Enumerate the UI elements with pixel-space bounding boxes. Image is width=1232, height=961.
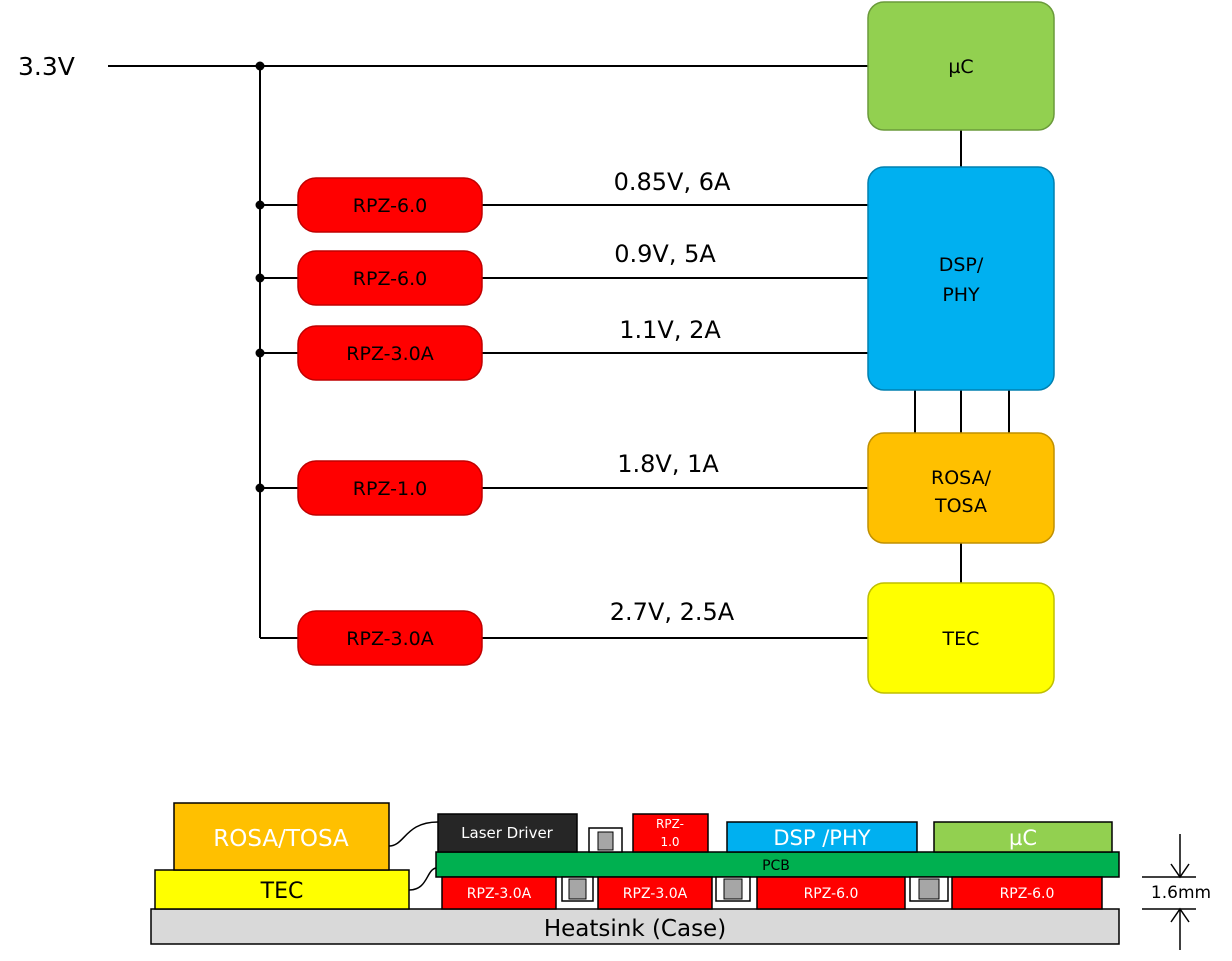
- junction-dot: [255, 61, 265, 71]
- rail-output-label: 2.7V, 2.5A: [610, 598, 735, 626]
- inductor-core: [568, 878, 587, 900]
- regulator-rpz-3-0a-b: RPZ-3.0A: [297, 610, 483, 666]
- bottom-regulator-label: RPZ-3.0A: [467, 886, 532, 902]
- pcb-layer: [435, 851, 1120, 878]
- cross-section: Heatsink (Case) TEC ROSA/TOSA PCB Laser …: [150, 802, 1211, 950]
- inductor-core: [597, 831, 614, 851]
- dsp-phy-chip: [726, 821, 918, 853]
- regulator-rpz-6-0-a: RPZ-6.0: [297, 177, 483, 233]
- rail-output-label: 1.8V, 1A: [617, 450, 719, 478]
- mcu-label: µC: [948, 56, 973, 78]
- bottom-regulator-label: RPZ-3.0A: [623, 886, 688, 902]
- dimension-arrow-down-icon: [1170, 863, 1190, 879]
- regulator-label: RPZ-3.0A: [346, 628, 433, 650]
- regulator-box: [297, 610, 483, 666]
- thickness-label: 1.6mm: [1151, 883, 1211, 903]
- schematic: 3.3V: [18, 1, 1055, 694]
- junction-dot: [255, 200, 265, 210]
- regulator-label: RPZ-6.0: [353, 268, 427, 290]
- regulator-label: RPZ-3.0A: [346, 343, 433, 365]
- tec-layer-label: TEC: [260, 879, 304, 904]
- wires: [108, 65, 1010, 639]
- flex-wire: [388, 821, 439, 847]
- bottom-regulator: [756, 876, 906, 910]
- junction-dots: [255, 61, 265, 493]
- rail-output-label: 0.85V, 6A: [614, 168, 731, 196]
- pcb-label: PCB: [762, 858, 790, 874]
- heatsink-label: Heatsink (Case): [544, 916, 726, 942]
- junction-dot: [255, 273, 265, 283]
- laser-driver-chip: [437, 813, 578, 853]
- bottom-regulator: [597, 876, 713, 910]
- laser-driver-label: Laser Driver: [461, 824, 554, 842]
- mcu-chip-label: µC: [1009, 826, 1037, 850]
- dsp-phy-label-line2: PHY: [942, 284, 980, 306]
- dsp-phy-label-line1: DSP/: [939, 254, 984, 276]
- rosa-tosa-label-line2: TOSA: [934, 495, 987, 517]
- mcu-chip: [933, 821, 1113, 853]
- regulator-rpz-1-0: RPZ-1.0: [297, 460, 483, 516]
- rpz-1-0-chip: [632, 813, 709, 853]
- rail-output-label: 0.9V, 5A: [614, 240, 716, 268]
- regulator-label: RPZ-6.0: [353, 195, 427, 217]
- regulator-label: RPZ-1.0: [353, 478, 427, 500]
- tec-box: [867, 582, 1055, 694]
- rosa-tosa-box: [867, 432, 1055, 544]
- regulator-rpz-6-0-b: RPZ-6.0: [297, 250, 483, 306]
- inductor-core: [918, 878, 940, 900]
- regulator-box: [297, 250, 483, 306]
- mcu-block: µC: [867, 1, 1055, 131]
- dsp-phy-box: [867, 166, 1055, 391]
- regulator-box: [297, 460, 483, 516]
- bottom-regulator: [441, 876, 557, 910]
- junction-dot: [255, 483, 265, 493]
- rail-output-label: 1.1V, 2A: [619, 316, 721, 344]
- tec-block: TEC: [867, 582, 1055, 694]
- flex-wire: [408, 867, 437, 891]
- rosa-tosa-layer: [173, 802, 390, 871]
- bottom-regulator: [951, 876, 1103, 910]
- tec-label: TEC: [942, 628, 980, 650]
- inductor-core: [723, 878, 743, 900]
- dsp-phy-chip-label: DSP /PHY: [773, 826, 870, 850]
- regulator-box: [297, 177, 483, 233]
- bottom-regulator-label: RPZ-6.0: [1000, 886, 1055, 902]
- rosa-tosa-layer-label: ROSA/TOSA: [213, 826, 349, 852]
- thickness-dimension: [1142, 834, 1196, 950]
- junction-dot: [255, 348, 265, 358]
- bottom-regulator-label: RPZ-6.0: [804, 886, 859, 902]
- regulator-box: [297, 325, 483, 381]
- supply-voltage-label: 3.3V: [18, 52, 75, 81]
- dimension-arrow-up-icon: [1170, 907, 1190, 923]
- mcu-box: [867, 1, 1055, 131]
- rosa-tosa-label-line1: ROSA/: [931, 467, 992, 489]
- rpz-1-0-label-line1: RPZ-: [656, 817, 684, 831]
- dsp-phy-block: DSP/ PHY: [867, 166, 1055, 391]
- heatsink-layer: [150, 908, 1120, 945]
- rpz-1-0-label-line2: 1.0: [660, 835, 679, 849]
- regulator-rpz-3-0a-a: RPZ-3.0A: [297, 325, 483, 381]
- rosa-tosa-block: ROSA/ TOSA: [867, 432, 1055, 544]
